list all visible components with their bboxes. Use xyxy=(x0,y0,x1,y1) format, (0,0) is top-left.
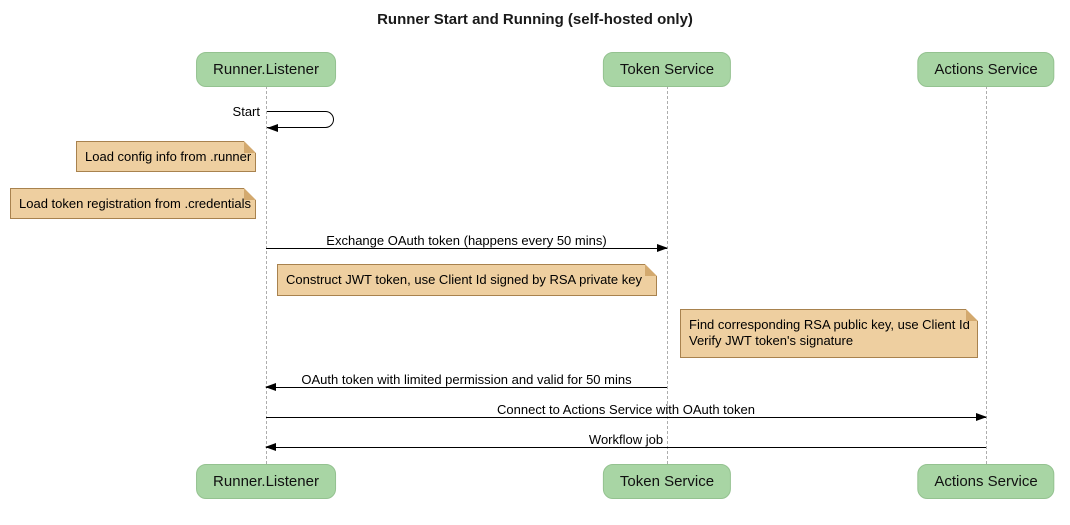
note-text-line-1: Find corresponding RSA public key, use C… xyxy=(689,317,970,332)
lifeline-actions-service xyxy=(986,86,987,464)
message-label-start: Start xyxy=(232,104,260,119)
message-oauth-token-reply: OAuth token with limited permission and … xyxy=(265,372,667,391)
arrow-line xyxy=(265,383,667,391)
message-label: Workflow job xyxy=(588,432,664,447)
participant-label: Runner.Listener xyxy=(213,61,319,78)
lifeline-runner-listener xyxy=(266,86,267,464)
participant-token-service-top: Token Service xyxy=(602,52,732,87)
participant-label: Runner.Listener xyxy=(213,473,319,490)
note-verify-jwt: Find corresponding RSA public key, use C… xyxy=(680,309,978,358)
arrowhead-left-icon xyxy=(265,383,276,391)
arrowhead-right-icon xyxy=(657,244,668,252)
participant-token-service-bottom: Token Service xyxy=(602,464,732,499)
note-fold-icon xyxy=(244,188,256,200)
message-workflow-job: Workflow job xyxy=(265,432,986,451)
note-load-config: Load config info from .runner xyxy=(76,141,256,172)
arrowhead-left-icon xyxy=(267,124,278,132)
message-label: OAuth token with limited permission and … xyxy=(301,372,632,387)
message-label: Exchange OAuth token (happens every 50 m… xyxy=(326,233,607,248)
note-text: Load token registration from .credential… xyxy=(19,196,251,211)
note-load-token-registration: Load token registration from .credential… xyxy=(10,188,256,219)
note-text: Construct JWT token, use Client Id signe… xyxy=(286,272,642,287)
arrow-line xyxy=(266,244,668,252)
note-construct-jwt: Construct JWT token, use Client Id signe… xyxy=(277,264,657,296)
note-fold-icon xyxy=(966,309,978,321)
participant-actions-service-top: Actions Service xyxy=(917,52,1055,87)
lifeline-token-service xyxy=(667,86,668,464)
note-fold-icon xyxy=(244,141,256,153)
arrow-line xyxy=(266,413,987,421)
arrowhead-right-icon xyxy=(976,413,987,421)
arrowhead-left-icon xyxy=(265,443,276,451)
note-text: Load config info from .runner xyxy=(85,149,252,164)
participant-runner-listener-top: Runner.Listener xyxy=(196,52,336,87)
participant-runner-listener-bottom: Runner.Listener xyxy=(196,464,336,499)
message-connect-actions-service: Connect to Actions Service with OAuth to… xyxy=(266,402,987,421)
diagram-title: Runner Start and Running (self-hosted on… xyxy=(377,11,693,28)
message-label: Connect to Actions Service with OAuth to… xyxy=(497,402,755,417)
self-message-arrow xyxy=(267,111,334,132)
message-exchange-oauth-token: Exchange OAuth token (happens every 50 m… xyxy=(266,233,668,252)
participant-label: Token Service xyxy=(619,473,715,490)
participant-actions-service-bottom: Actions Service xyxy=(917,464,1055,499)
note-text-line-2: Verify JWT token's signature xyxy=(689,333,854,348)
participant-label: Actions Service xyxy=(934,473,1038,490)
arrow-line xyxy=(265,443,986,451)
participant-label: Token Service xyxy=(619,61,715,78)
note-fold-icon xyxy=(645,264,657,276)
participant-label: Actions Service xyxy=(934,61,1038,78)
